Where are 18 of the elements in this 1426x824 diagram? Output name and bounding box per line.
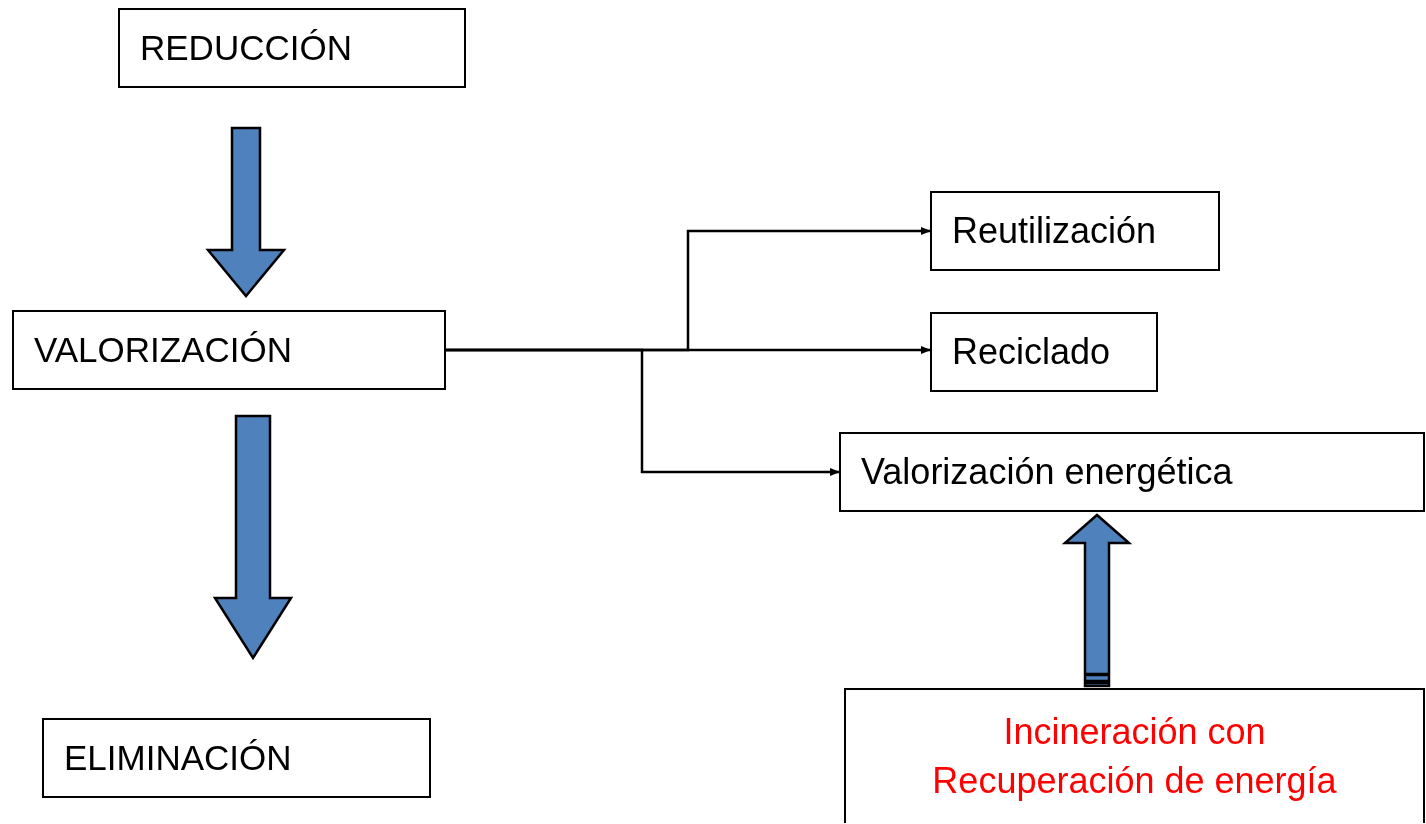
arrow	[446, 348, 840, 476]
box-label: REDUCCIÓN	[140, 26, 352, 69]
box-label: Valorización energética	[861, 450, 1233, 494]
box-label: Reutilización	[952, 209, 1157, 253]
box-label: Incineración con Recuperación de energía	[931, 709, 1338, 803]
process-box	[42, 718, 431, 798]
box-label: Reciclado	[952, 330, 1111, 374]
process-box	[839, 432, 1425, 512]
box-label: VALORIZACIÓN	[34, 328, 292, 371]
block-arrow	[1061, 513, 1133, 688]
process-box	[844, 688, 1425, 823]
process-box	[12, 310, 446, 390]
block-arrow	[205, 126, 287, 298]
block-arrow	[212, 414, 294, 661]
process-box	[930, 312, 1158, 392]
box-label: ELIMINACIÓN	[64, 736, 292, 779]
process-box	[930, 191, 1220, 271]
process-box	[118, 8, 466, 88]
